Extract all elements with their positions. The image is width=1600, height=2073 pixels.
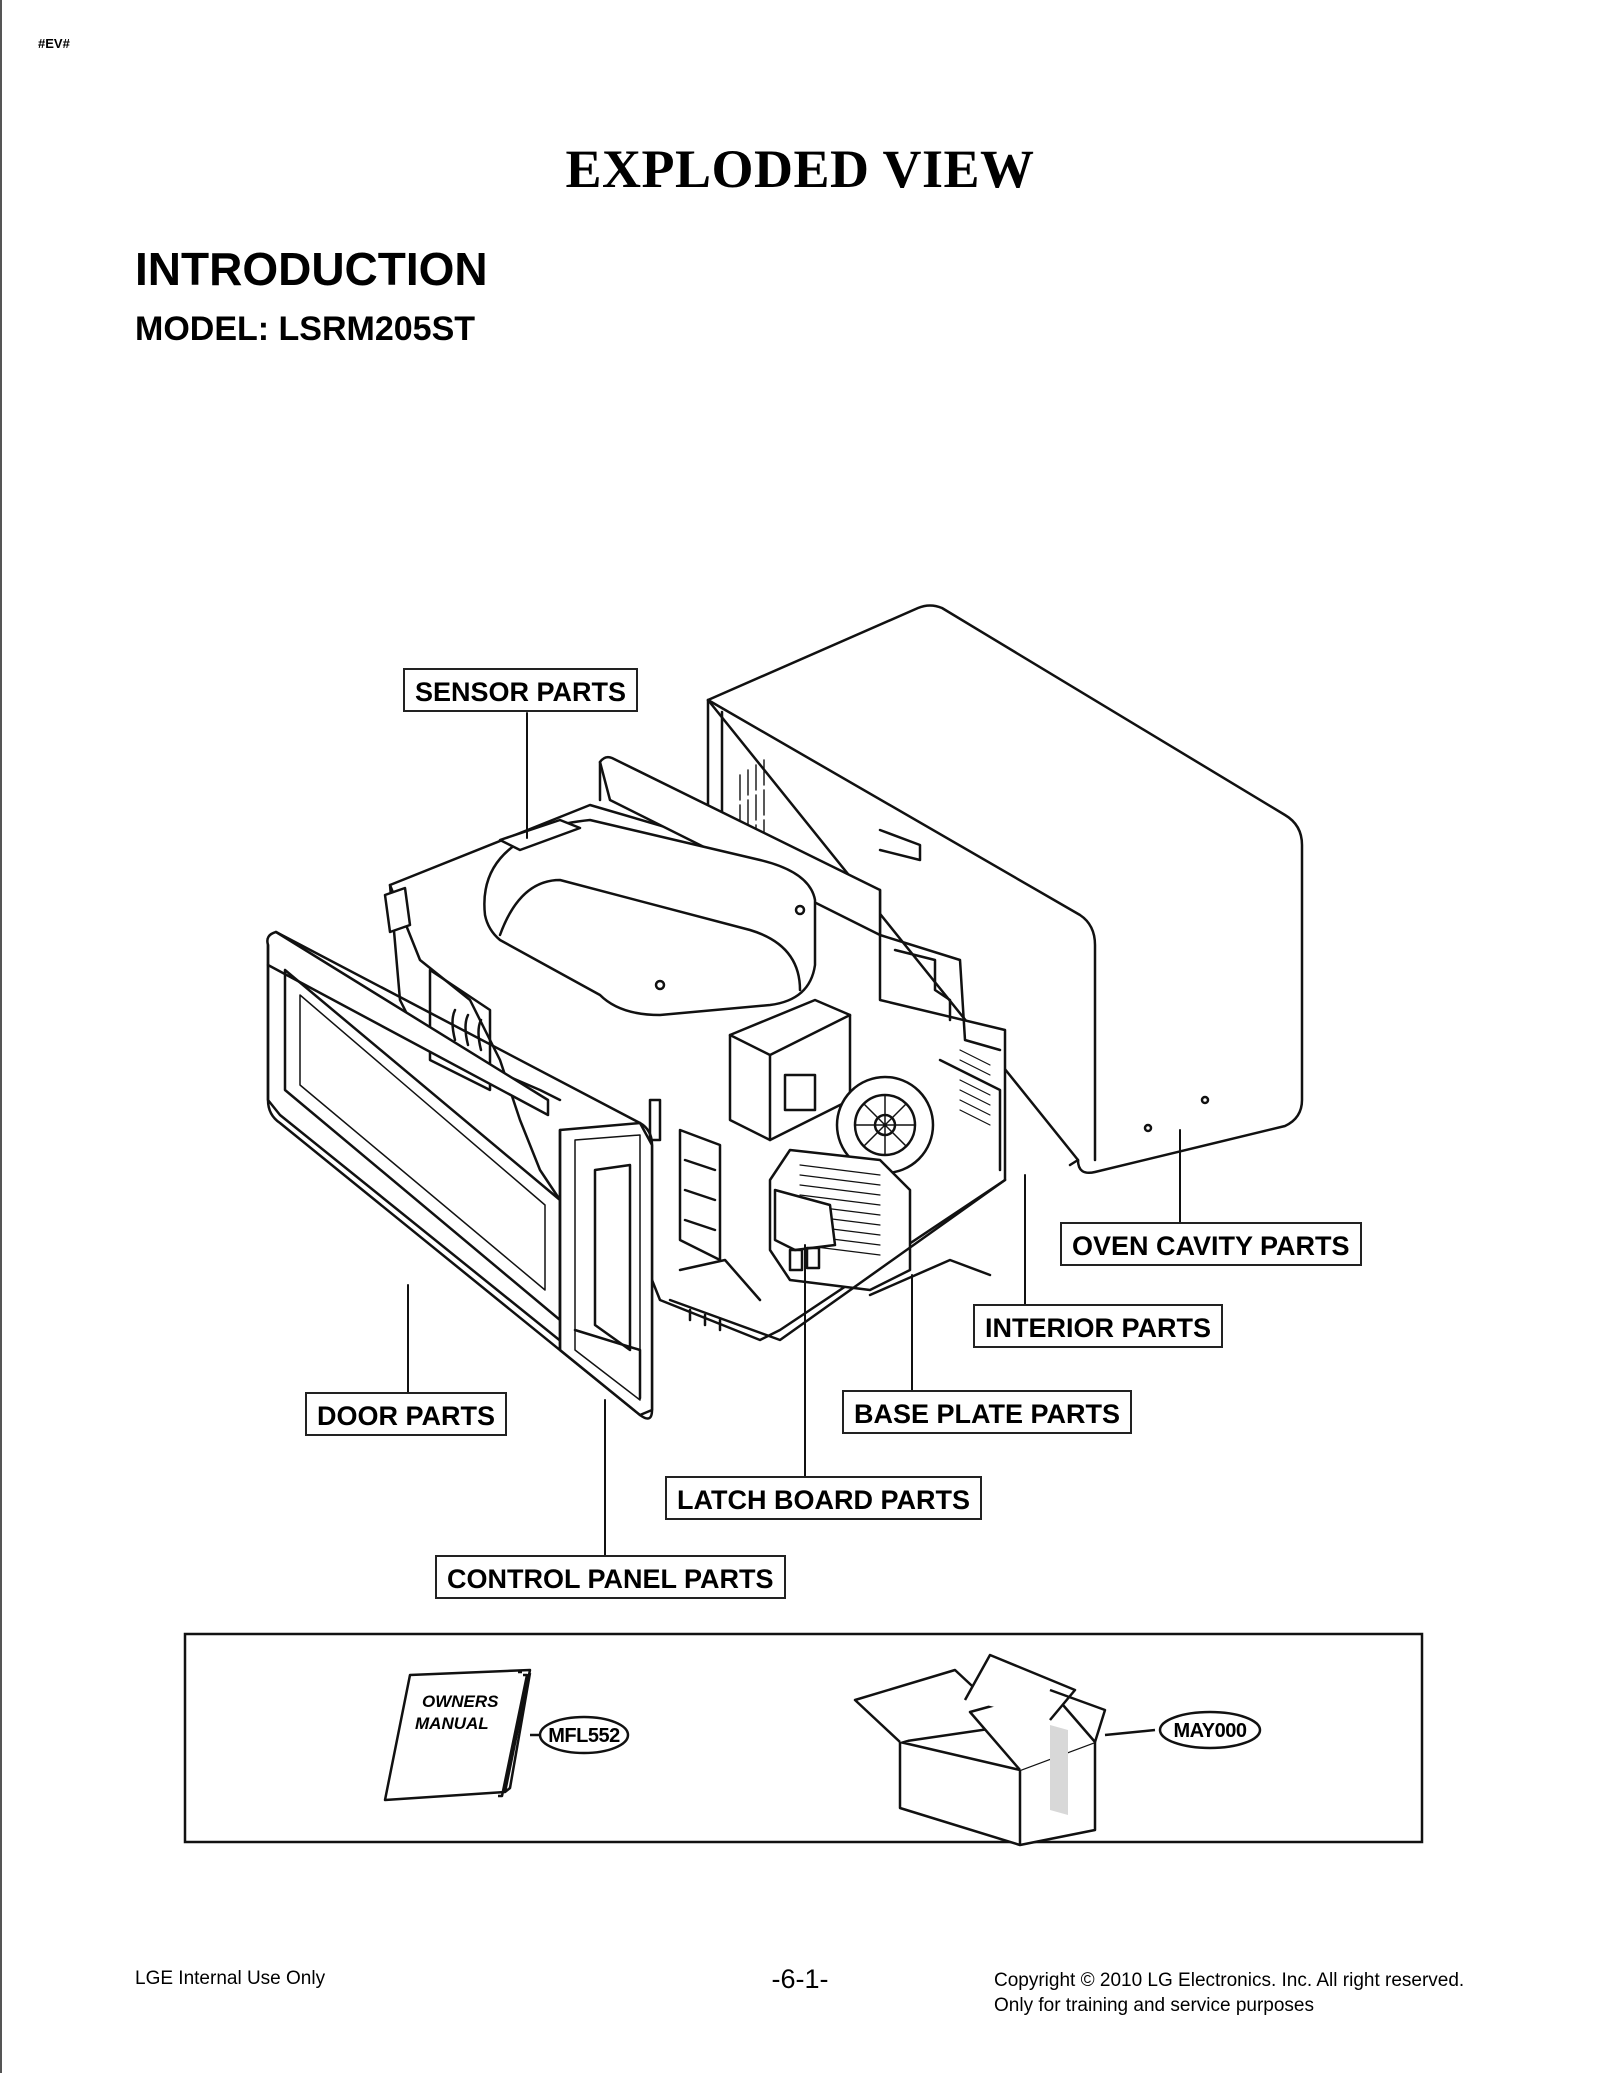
- box-code: MAY000: [1174, 1720, 1247, 1742]
- model-number: MODEL: LSRM205ST: [135, 310, 476, 348]
- footer-internal-use: LGE Internal Use Only: [135, 1968, 326, 1989]
- manual-line2: MANUAL: [415, 1714, 489, 1733]
- manual-line1: OWNERS: [422, 1692, 499, 1711]
- callout-oven-cavity-parts: OVEN CAVITY PARTS: [1060, 1222, 1362, 1266]
- chassis-illustration: [383, 755, 1007, 1342]
- manual-code-oval: [538, 1715, 630, 1755]
- document-id: #EV#: [38, 36, 70, 51]
- page-edge: [0, 0, 2, 2073]
- callout-control-panel-parts: CONTROL PANEL PARTS: [435, 1555, 786, 1599]
- accessories-frame: [183, 1632, 1424, 1844]
- training-notice: Only for training and service purposes: [994, 1995, 1314, 2016]
- callout-door-parts: DOOR PARTS: [305, 1392, 508, 1436]
- page-title: EXPLODED VIEW: [565, 139, 1035, 199]
- manual-code: MFL552: [548, 1725, 620, 1747]
- footer-copyright: Copyright © 2010 LG Electronics. Inc. Al…: [994, 1968, 1464, 2018]
- page-number: -6-1-: [771, 1964, 829, 1994]
- carton-box-illustration: [853, 1653, 1107, 1847]
- callout-interior-parts: INTERIOR PARTS: [973, 1304, 1224, 1348]
- copyright-line: Copyright © 2010 LG Electronics. Inc. Al…: [994, 1970, 1465, 1991]
- door-illustration: [266, 930, 654, 1420]
- section-heading: INTRODUCTION: [135, 243, 488, 295]
- callout-latch-board-parts: LATCH BOARD PARTS: [665, 1476, 982, 1520]
- leader-lines: [407, 712, 1181, 1556]
- callout-base-plate-parts: BASE PLATE PARTS: [842, 1390, 1133, 1434]
- box-code-oval: [1158, 1710, 1262, 1750]
- owners-manual-illustration: [383, 1668, 545, 1802]
- callout-sensor-parts: SENSOR PARTS: [403, 668, 639, 712]
